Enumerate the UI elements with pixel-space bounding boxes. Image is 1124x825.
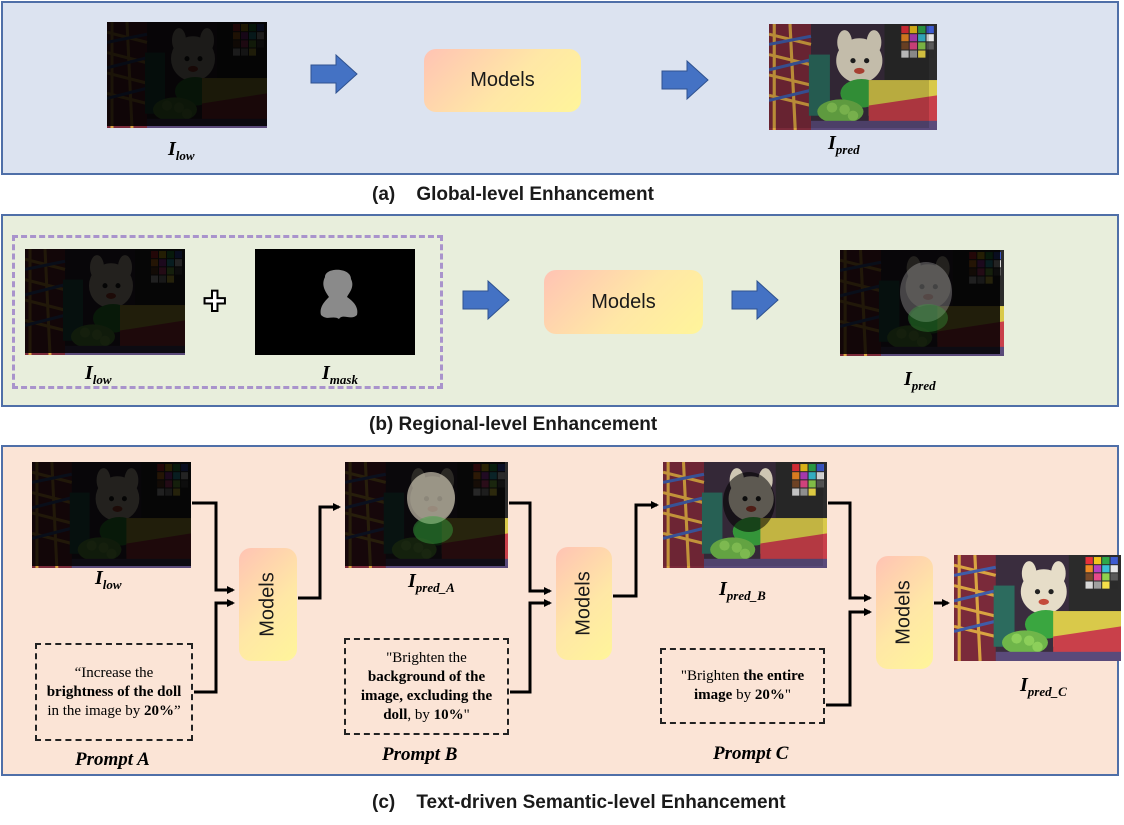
- label-i-pred: Ipred: [828, 132, 860, 157]
- prompt-b-box: "Brighten the background of the image, e…: [344, 638, 509, 735]
- output-image-pred: [840, 250, 1004, 356]
- prompt-text-part: by: [732, 687, 755, 703]
- image-pred-a: [345, 462, 508, 568]
- prompt-c-text: "Brighten the entire image by 20%": [666, 667, 819, 705]
- image-pred-b: [663, 462, 827, 568]
- prompt-text-part: 20%: [754, 687, 785, 703]
- models-label: Models: [591, 290, 656, 313]
- prompt-a-text: “Increase the brightness of the doll in …: [41, 664, 187, 721]
- prompt-c-box: "Brighten the entire image by 20%": [660, 648, 825, 724]
- models-label: Models: [572, 571, 595, 636]
- output-image-pred: [769, 24, 937, 130]
- models-box: Models: [544, 270, 703, 334]
- prompt-text-part: 10%: [433, 706, 464, 723]
- prompt-text-part: "Brighten: [680, 668, 744, 684]
- prompt-text-part: 20%: [143, 702, 174, 719]
- input-image-low: [107, 22, 267, 128]
- prompt-text-part: background of the image, excluding the d…: [360, 668, 493, 723]
- label-i-pred-a: Ipred_A: [408, 570, 455, 595]
- label-i-low: Ilow: [95, 567, 122, 592]
- models-box-2: Models: [556, 547, 612, 660]
- models-label: Models: [256, 572, 279, 637]
- prompt-b-label: Prompt B: [382, 744, 458, 765]
- prompt-c-label: Prompt C: [713, 743, 789, 764]
- caption-a: (a) Global-level Enhancement: [372, 184, 654, 205]
- image-pred-c: [954, 555, 1121, 661]
- label-i-pred-b: Ipred_B: [719, 578, 766, 603]
- mask-image: [255, 249, 415, 355]
- prompt-a-label: Prompt A: [75, 749, 150, 770]
- prompt-text-part: brightness of the doll: [46, 683, 182, 700]
- label-i-low: Ilow: [85, 362, 112, 387]
- models-box: Models: [424, 49, 581, 112]
- prompt-text-part: ": [463, 706, 470, 723]
- input-group-dashed-box: [12, 235, 443, 389]
- plus-icon: ✚: [202, 284, 228, 319]
- prompt-text-part: “Increase the: [74, 664, 154, 681]
- caption-c: (c) Text-driven Semantic-level Enhanceme…: [372, 792, 786, 813]
- label-i-pred-c: Ipred_C: [1020, 674, 1067, 699]
- prompt-text-part: the entire image: [694, 668, 805, 703]
- prompt-text-part: ": [784, 687, 791, 703]
- label-i-mask: Imask: [322, 362, 358, 387]
- prompt-text-part: in the image by: [47, 702, 144, 719]
- caption-b: (b) Regional-level Enhancement: [369, 414, 658, 435]
- label-i-pred: Ipred: [904, 368, 936, 393]
- models-box-1: Models: [239, 548, 297, 661]
- input-image-low: [32, 462, 191, 568]
- models-label: Models: [470, 69, 535, 91]
- prompt-text-part: , by: [407, 706, 434, 723]
- prompt-text-part: ”: [173, 702, 181, 719]
- models-box-3: Models: [876, 556, 933, 669]
- input-image-low: [25, 249, 185, 355]
- models-label: Models: [893, 580, 916, 645]
- prompt-b-text: "Brighten the background of the image, e…: [350, 649, 503, 725]
- prompt-a-box: “Increase the brightness of the doll in …: [35, 643, 193, 741]
- label-i-low: Ilow: [168, 138, 195, 163]
- prompt-text-part: "Brighten the: [386, 649, 467, 666]
